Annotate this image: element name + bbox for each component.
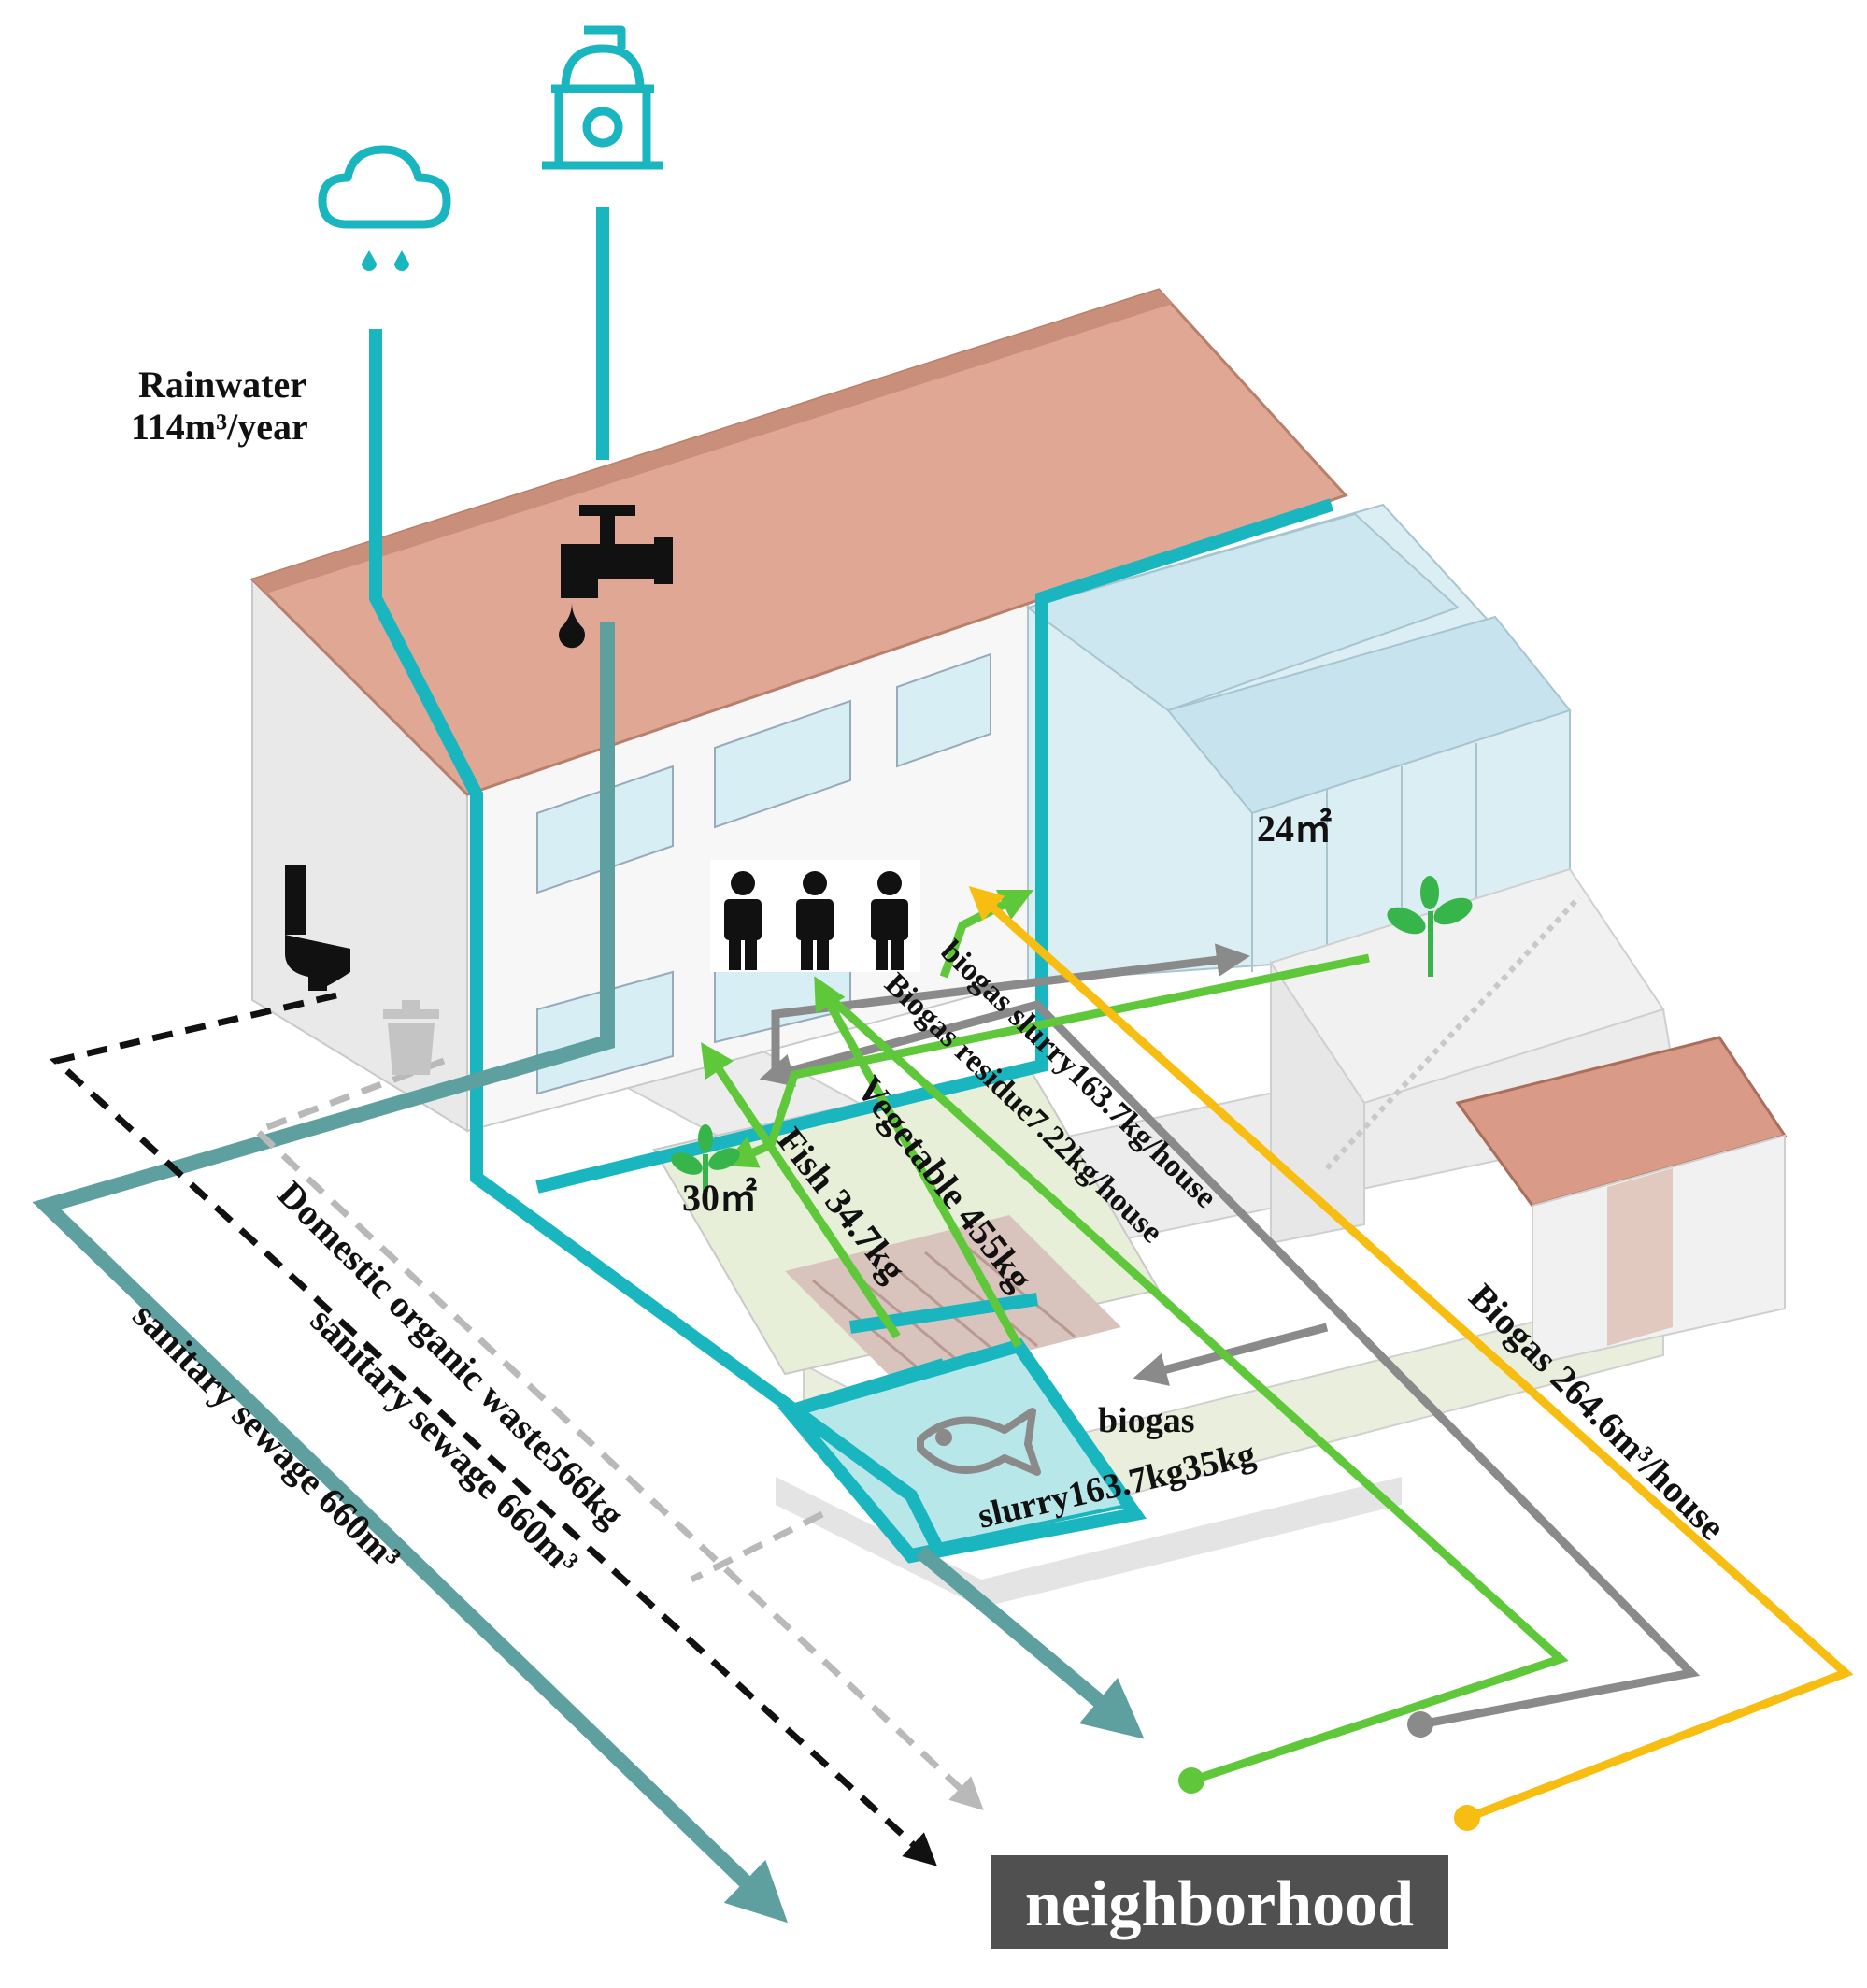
- neighborhood-box: neighborhood: [991, 1855, 1448, 1949]
- pond-to-waste-dashed: [690, 1510, 824, 1583]
- garden-area-label: 30㎡: [682, 1177, 757, 1219]
- sprout-icon: [1387, 876, 1473, 977]
- organic-waste-flow: [49, 992, 937, 1866]
- biogas-word-label: biogas: [1098, 1401, 1194, 1440]
- house-illustration: [249, 288, 1788, 1608]
- slurry-endpoint: [1407, 1711, 1433, 1738]
- biogas-endpoint: [1454, 1805, 1480, 1831]
- vegetable-endpoint: [1178, 1767, 1204, 1794]
- water-tap-icon: [559, 505, 673, 649]
- rainwater-title: Rainwater: [138, 364, 306, 406]
- fish-pond-outline: [777, 1337, 1147, 1564]
- greenhouse-area-label: 24㎡: [1257, 808, 1332, 850]
- fish-icon: [917, 1408, 1041, 1476]
- domestic-waste-flow: [250, 1057, 984, 1810]
- garden-sprout-icon: [671, 1124, 740, 1192]
- trash-bin-icon: [383, 1000, 439, 1075]
- people-icon: [710, 860, 920, 972]
- toilet-icon: [285, 865, 350, 991]
- rain-cloud-icon: [318, 145, 451, 271]
- biogas-slurry-flows: [759, 943, 1701, 1729]
- sewage-flows: [32, 622, 1145, 1924]
- rainwater-amount: 114m³/year: [131, 406, 308, 448]
- fire-hydrant-icon: [542, 25, 663, 170]
- biogas-flow: [968, 885, 1854, 1823]
- neighborhood-label: neighborhood: [1025, 1868, 1414, 1940]
